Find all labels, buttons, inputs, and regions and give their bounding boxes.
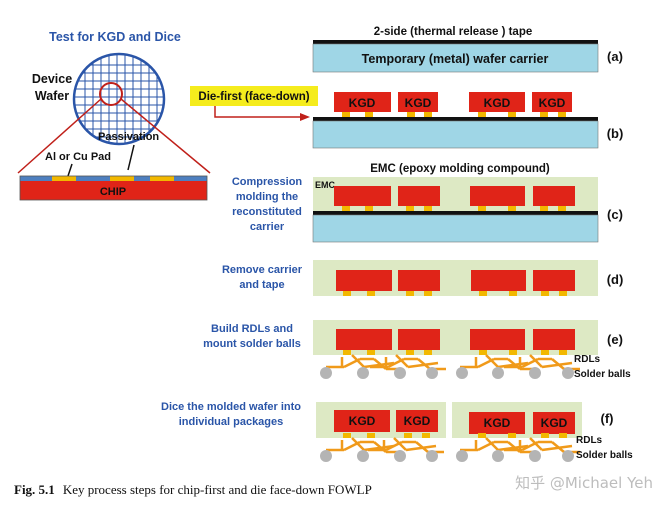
- kgd-label-b2: KGD: [405, 96, 432, 110]
- figure-number: Fig. 5.1: [14, 482, 55, 497]
- step-e-label-2: mount solder balls: [203, 338, 301, 350]
- step-c-label-2: molding the: [236, 191, 298, 203]
- watermark: 知乎 @Michael Yeh: [515, 474, 653, 492]
- rdls-label-e: RDLs: [574, 354, 601, 365]
- pad-label: Al or Cu Pad: [45, 151, 111, 163]
- kgd-label-b3: KGD: [484, 96, 511, 110]
- emc-title: EMC (epoxy molding compound): [370, 163, 550, 175]
- step-e-label-1: Build RDLs and: [211, 323, 293, 335]
- carrier-c: [312, 214, 599, 243]
- kgd-test-title: Test for KGD and Dice: [49, 30, 181, 44]
- tape-b: [313, 117, 598, 121]
- step-f-label-2: individual packages: [179, 416, 284, 428]
- tape-c: [313, 211, 598, 215]
- step-b-arrow: [214, 106, 300, 118]
- step-d-tag: (d): [607, 272, 624, 287]
- rdl-layer-f: [324, 436, 582, 454]
- wafer-carrier: [312, 43, 599, 73]
- emc-label: EMC: [315, 180, 336, 190]
- die-row-e: [336, 329, 575, 355]
- passivation-label: Passivation: [98, 131, 159, 143]
- step-a-tag: (a): [607, 49, 623, 64]
- die-row-b: [334, 92, 572, 117]
- die-row-c: [334, 186, 575, 211]
- thermal-release-tape: [313, 40, 598, 44]
- die-row-d: [336, 270, 575, 296]
- step-c-label-4: carrier: [250, 221, 285, 233]
- kgd-label-f1: KGD: [349, 414, 376, 428]
- kgd-label-f4: KGD: [541, 416, 568, 430]
- solder-balls-f: [320, 450, 574, 462]
- kgd-label-f3: KGD: [484, 416, 511, 430]
- wafer-label: Wafer: [35, 89, 69, 103]
- kgd-label-f2: KGD: [404, 414, 431, 428]
- rdl-layer-e: [324, 353, 582, 371]
- chip-cross-section: [19, 175, 208, 201]
- zoom-line-right: [120, 98, 211, 174]
- step-e-tag: (e): [607, 332, 623, 347]
- step-c-label-3: reconstituted: [232, 206, 302, 218]
- kgd-label-b4: KGD: [539, 96, 566, 110]
- rdls-label-f: RDLs: [576, 435, 603, 446]
- step-d-label-1: Remove carrier: [222, 264, 303, 276]
- solder-balls-e: [320, 367, 574, 379]
- step-b-tag: (b): [607, 126, 624, 141]
- passivation-pointer: [127, 144, 135, 171]
- die-row-f: [334, 410, 575, 438]
- figure-caption: Fig. 5.1 Key process steps for chip-first…: [14, 482, 474, 498]
- step-d-label-2: and tape: [239, 279, 284, 291]
- pad-pointer: [67, 163, 73, 177]
- step-f-label-1: Dice the molded wafer into: [161, 401, 301, 413]
- figure-caption-text: Key process steps for chip-first and die…: [62, 482, 372, 497]
- solder-balls-label-f: Solder balls: [576, 450, 633, 461]
- carrier-b: [312, 120, 599, 149]
- chip-label: CHIP: [100, 186, 126, 198]
- step-c-label-1: Compression: [232, 176, 303, 188]
- step-f-tag: (f): [601, 411, 614, 426]
- tape-label: 2-side (thermal release ) tape: [374, 26, 533, 38]
- die-first-label: Die-first (face-down): [198, 91, 309, 103]
- solder-balls-label-e: Solder balls: [574, 369, 631, 380]
- zoom-line-left: [17, 98, 102, 174]
- kgd-label-b1: KGD: [349, 96, 376, 110]
- die-first-highlight: [190, 86, 318, 106]
- wafer-carrier-label: Temporary (metal) wafer carrier: [362, 52, 549, 66]
- step-b-arrowhead: [300, 113, 310, 121]
- device-label: Device: [32, 72, 72, 86]
- step-c-tag: (c): [607, 207, 623, 222]
